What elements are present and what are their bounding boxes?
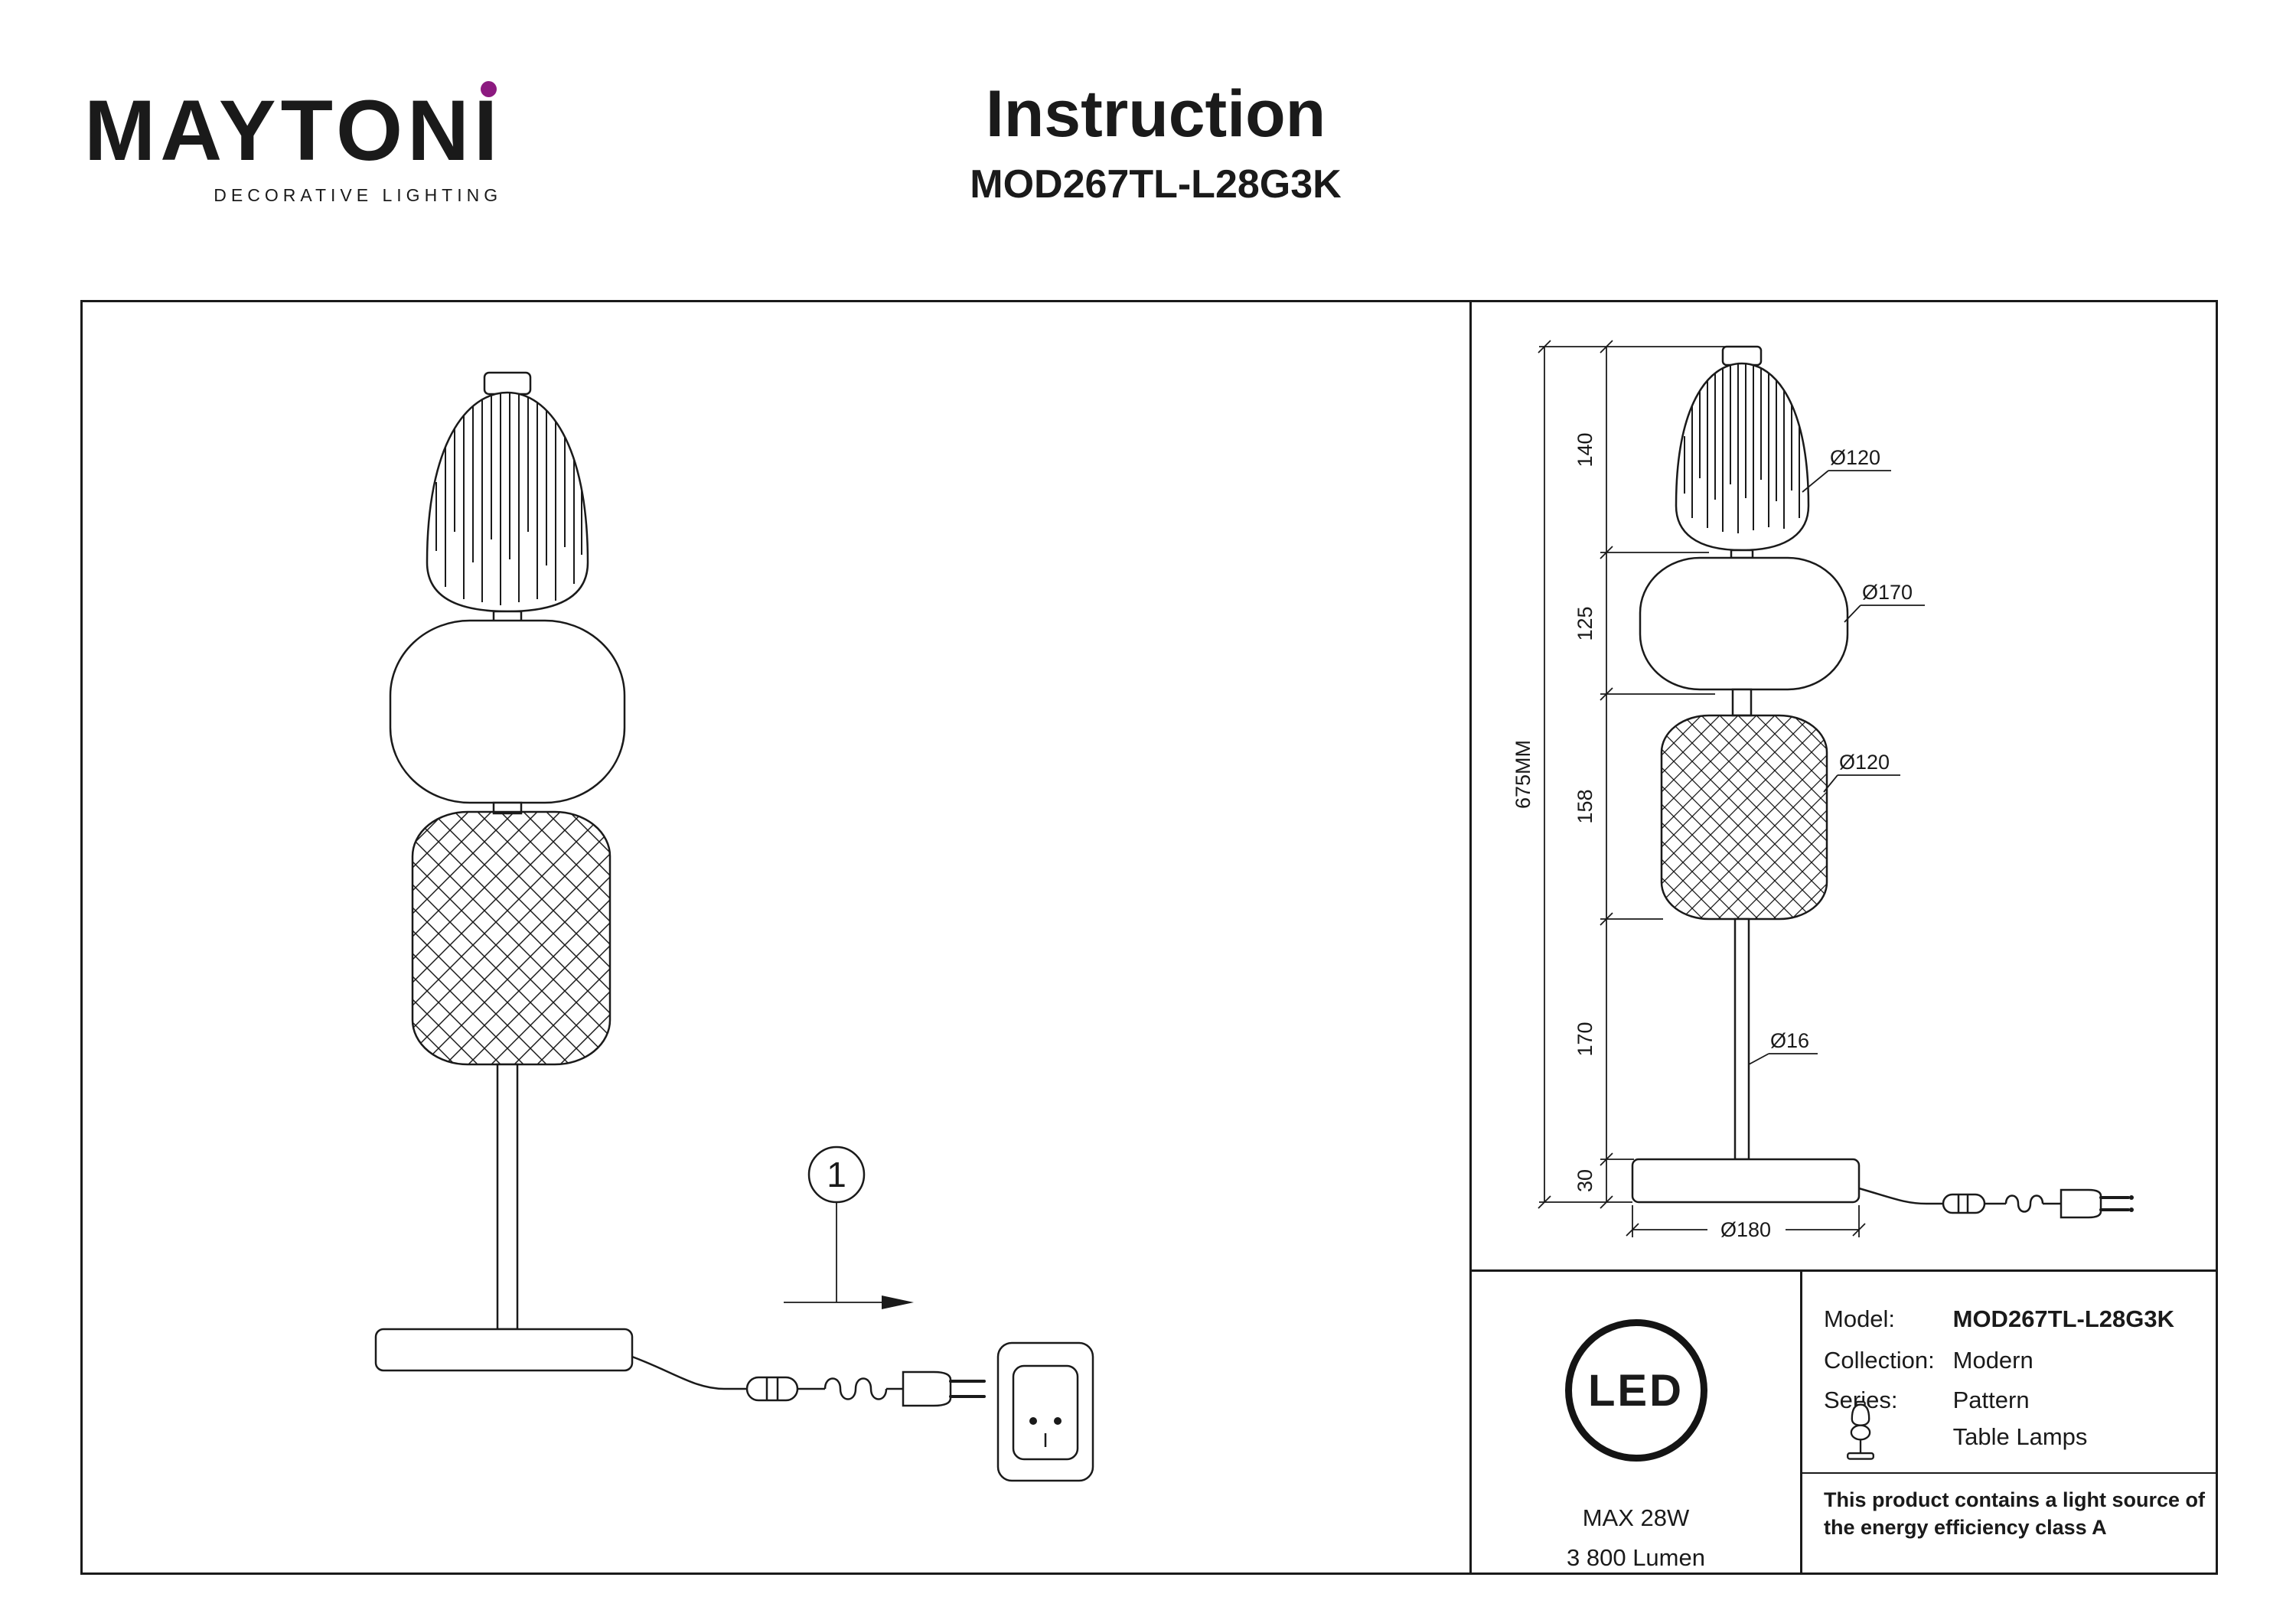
- lumen-output: 3 800 Lumen: [1567, 1544, 1705, 1571]
- dim-label-158: 158: [1574, 789, 1596, 823]
- dimension-panel: 675MM 140 125 158: [1469, 300, 2218, 1575]
- lamp-top-shade: [1675, 362, 1810, 552]
- dimension-drawing-area: 675MM 140 125 158: [1472, 302, 2216, 1272]
- spec-value: Table Lamps: [1952, 1423, 2088, 1450]
- lamp-top-cap: [1721, 345, 1763, 367]
- plug-icon: [902, 1370, 952, 1407]
- lamp-joint-upper: [1730, 549, 1754, 559]
- spec-value: MOD267TL-L28G3K: [1952, 1305, 2175, 1332]
- lamp-bottom-diffuser: [411, 810, 612, 1066]
- dim-label-125: 125: [1574, 606, 1596, 640]
- model-number: MOD267TL-L28G3K: [970, 162, 1342, 207]
- spec-divider: [1802, 1472, 2216, 1474]
- spec-label: Collection:: [1824, 1347, 1935, 1374]
- spec-value: Modern: [1952, 1347, 2033, 1374]
- wall-socket-icon: [996, 1341, 1094, 1482]
- dim-label-140: 140: [1574, 432, 1596, 467]
- lamp-stem: [496, 1063, 519, 1331]
- brand-wordmark-last: I: [474, 81, 503, 178]
- header: Instruction MOD267TL-L28G3K: [765, 77, 1546, 207]
- table-lamp-dimensioned: [1631, 345, 1861, 1204]
- lamp-base: [374, 1328, 634, 1372]
- lamp-middle-diffuser: [1639, 556, 1849, 691]
- lamp-base: [1631, 1158, 1861, 1204]
- info-row: LED MAX 28W 3 800 Lumen Model: MOD267TL-…: [1472, 1272, 2216, 1572]
- lamp-top-shade-ribs: [435, 393, 582, 605]
- page-title: Instruction: [985, 77, 1326, 151]
- dia-label-base: Ø180: [1720, 1218, 1771, 1241]
- dim-label-overall: 675MM: [1512, 740, 1534, 809]
- callout-arrow-icon: [882, 1295, 914, 1309]
- led-info-cell: LED MAX 28W 3 800 Lumen: [1472, 1272, 1802, 1572]
- lamp-top-cap: [483, 371, 532, 396]
- cord-coil: [2004, 1194, 2044, 1213]
- dia-label-stem: Ø16: [1770, 1029, 1809, 1052]
- switch-icon: [1942, 1193, 1986, 1214]
- power-cord: [1858, 1187, 2134, 1219]
- dia-label-middle: Ø170: [1862, 581, 1913, 604]
- max-power: MAX 28W: [1582, 1504, 1690, 1531]
- lamp-top-shade-ribs: [1684, 363, 1800, 533]
- lamp-joint-lower: [1731, 688, 1753, 717]
- dim-overall-height: 675MM: [1512, 340, 1740, 1209]
- cord-segment-1: [631, 1355, 747, 1390]
- switch-icon: [745, 1376, 799, 1402]
- dim-segment-chain: 140 125 158 170 30: [1574, 340, 1715, 1209]
- table-lamp-icon: [1847, 1400, 1874, 1460]
- callout-number: 1: [827, 1155, 846, 1194]
- socket-recess: [1012, 1364, 1079, 1461]
- lamp-dimension-drawing: 675MM 140 125 158: [1512, 340, 2134, 1241]
- spec-row-collection: Collection: Modern: [1824, 1347, 2033, 1374]
- brand-tagline: DECORATIVE LIGHTING: [214, 184, 503, 205]
- lamp-overview-drawing: 1: [374, 371, 1094, 1482]
- spec-info-cell: Model: MOD267TL-L28G3K Collection: Moder…: [1802, 1272, 2216, 1572]
- table-lamp-illustration: [374, 371, 634, 1372]
- led-badge-icon: LED: [1564, 1319, 1707, 1462]
- dim-label-170: 170: [1574, 1022, 1596, 1056]
- brand-dot-icon: [480, 81, 497, 97]
- cord-coil: [823, 1377, 888, 1400]
- spec-row-model: Model: MOD267TL-L28G3K: [1824, 1305, 2174, 1333]
- callout-1: 1: [784, 1146, 914, 1309]
- spec-value: Pattern: [1952, 1387, 2030, 1413]
- dim-diameters: Ø120 Ø170 Ø120 Ø16 Ø180: [1626, 446, 1925, 1241]
- lamp-bottom-diffuser: [1660, 714, 1828, 921]
- dim-label-30: 30: [1574, 1169, 1596, 1192]
- plug-icon: [2060, 1188, 2102, 1219]
- power-cord: [631, 1355, 986, 1407]
- spec-row-type: Table Lamps: [1824, 1423, 2088, 1451]
- dia-label-bottom: Ø120: [1839, 751, 1890, 774]
- spec-label: Model:: [1824, 1305, 1896, 1332]
- energy-class-note: This product contains a light source of …: [1824, 1488, 2206, 1540]
- lamp-middle-diffuser: [389, 619, 626, 804]
- lamp-top-shade: [426, 391, 589, 613]
- lamp-stem: [1733, 917, 1750, 1161]
- brand-wordmark-main: MAYTON: [84, 83, 474, 178]
- dia-label-top: Ø120: [1830, 446, 1880, 469]
- overview-panel: 1: [80, 300, 1472, 1575]
